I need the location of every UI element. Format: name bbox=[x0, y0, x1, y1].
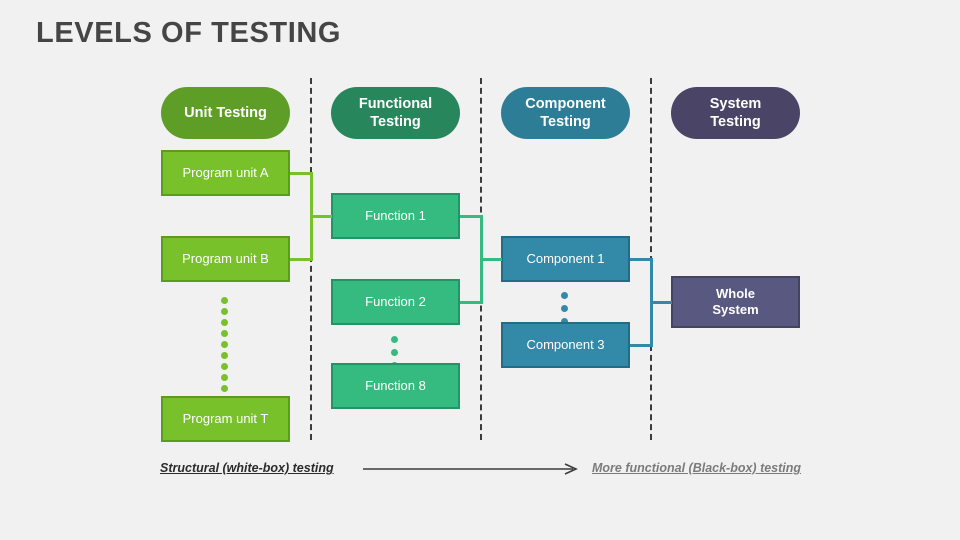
node-function-2[interactable]: Function 2 bbox=[331, 279, 460, 325]
node-component-3[interactable]: Component 3 bbox=[501, 322, 630, 368]
column-header-unit-testing-label: Unit Testing bbox=[184, 104, 267, 121]
ellipsis-dots-component bbox=[561, 292, 568, 325]
node-program-unit-b-label: Program unit B bbox=[182, 250, 269, 266]
connector-component-1-to-bracket bbox=[630, 258, 652, 261]
connector-unit-b-to-bracket bbox=[290, 258, 312, 261]
connector-component-3-to-bracket bbox=[630, 344, 652, 347]
footnote-structural-testing: Structural (white-box) testing bbox=[160, 461, 334, 475]
connector-function-1-to-bracket bbox=[460, 215, 482, 218]
node-function-2-label: Function 2 bbox=[365, 293, 426, 309]
node-function-1[interactable]: Function 1 bbox=[331, 193, 460, 239]
ellipsis-dots-unit bbox=[221, 297, 228, 392]
node-component-1[interactable]: Component 1 bbox=[501, 236, 630, 282]
node-program-unit-b[interactable]: Program unit B bbox=[161, 236, 290, 282]
node-component-1-label: Component 1 bbox=[526, 250, 605, 266]
connector-unit-a-to-bracket bbox=[290, 172, 312, 175]
page-title: LEVELS OF TESTING bbox=[36, 17, 342, 49]
connector-unit-bracket-to-function-1 bbox=[310, 215, 332, 218]
node-function-8-label: Function 8 bbox=[365, 377, 426, 393]
node-program-unit-a[interactable]: Program unit A bbox=[161, 150, 290, 196]
column-header-unit-testing[interactable]: Unit Testing bbox=[161, 87, 290, 139]
node-function-1-label: Function 1 bbox=[365, 207, 426, 223]
arrow-right-icon bbox=[363, 463, 578, 475]
footnote-direction-arrow bbox=[363, 461, 585, 477]
connector-component-bracket-to-whole-system bbox=[650, 301, 672, 304]
node-program-unit-t[interactable]: Program unit T bbox=[161, 396, 290, 442]
node-program-unit-t-label: Program unit T bbox=[182, 410, 269, 426]
node-program-unit-a-label: Program unit A bbox=[182, 164, 269, 180]
node-function-8[interactable]: Function 8 bbox=[331, 363, 460, 409]
connector-function-bracket-to-component-1 bbox=[480, 258, 502, 261]
node-component-3-label: Component 3 bbox=[526, 336, 605, 352]
connector-function-2-to-bracket bbox=[460, 301, 482, 304]
footnote-functional-testing: More functional (Black-box) testing bbox=[592, 461, 802, 475]
